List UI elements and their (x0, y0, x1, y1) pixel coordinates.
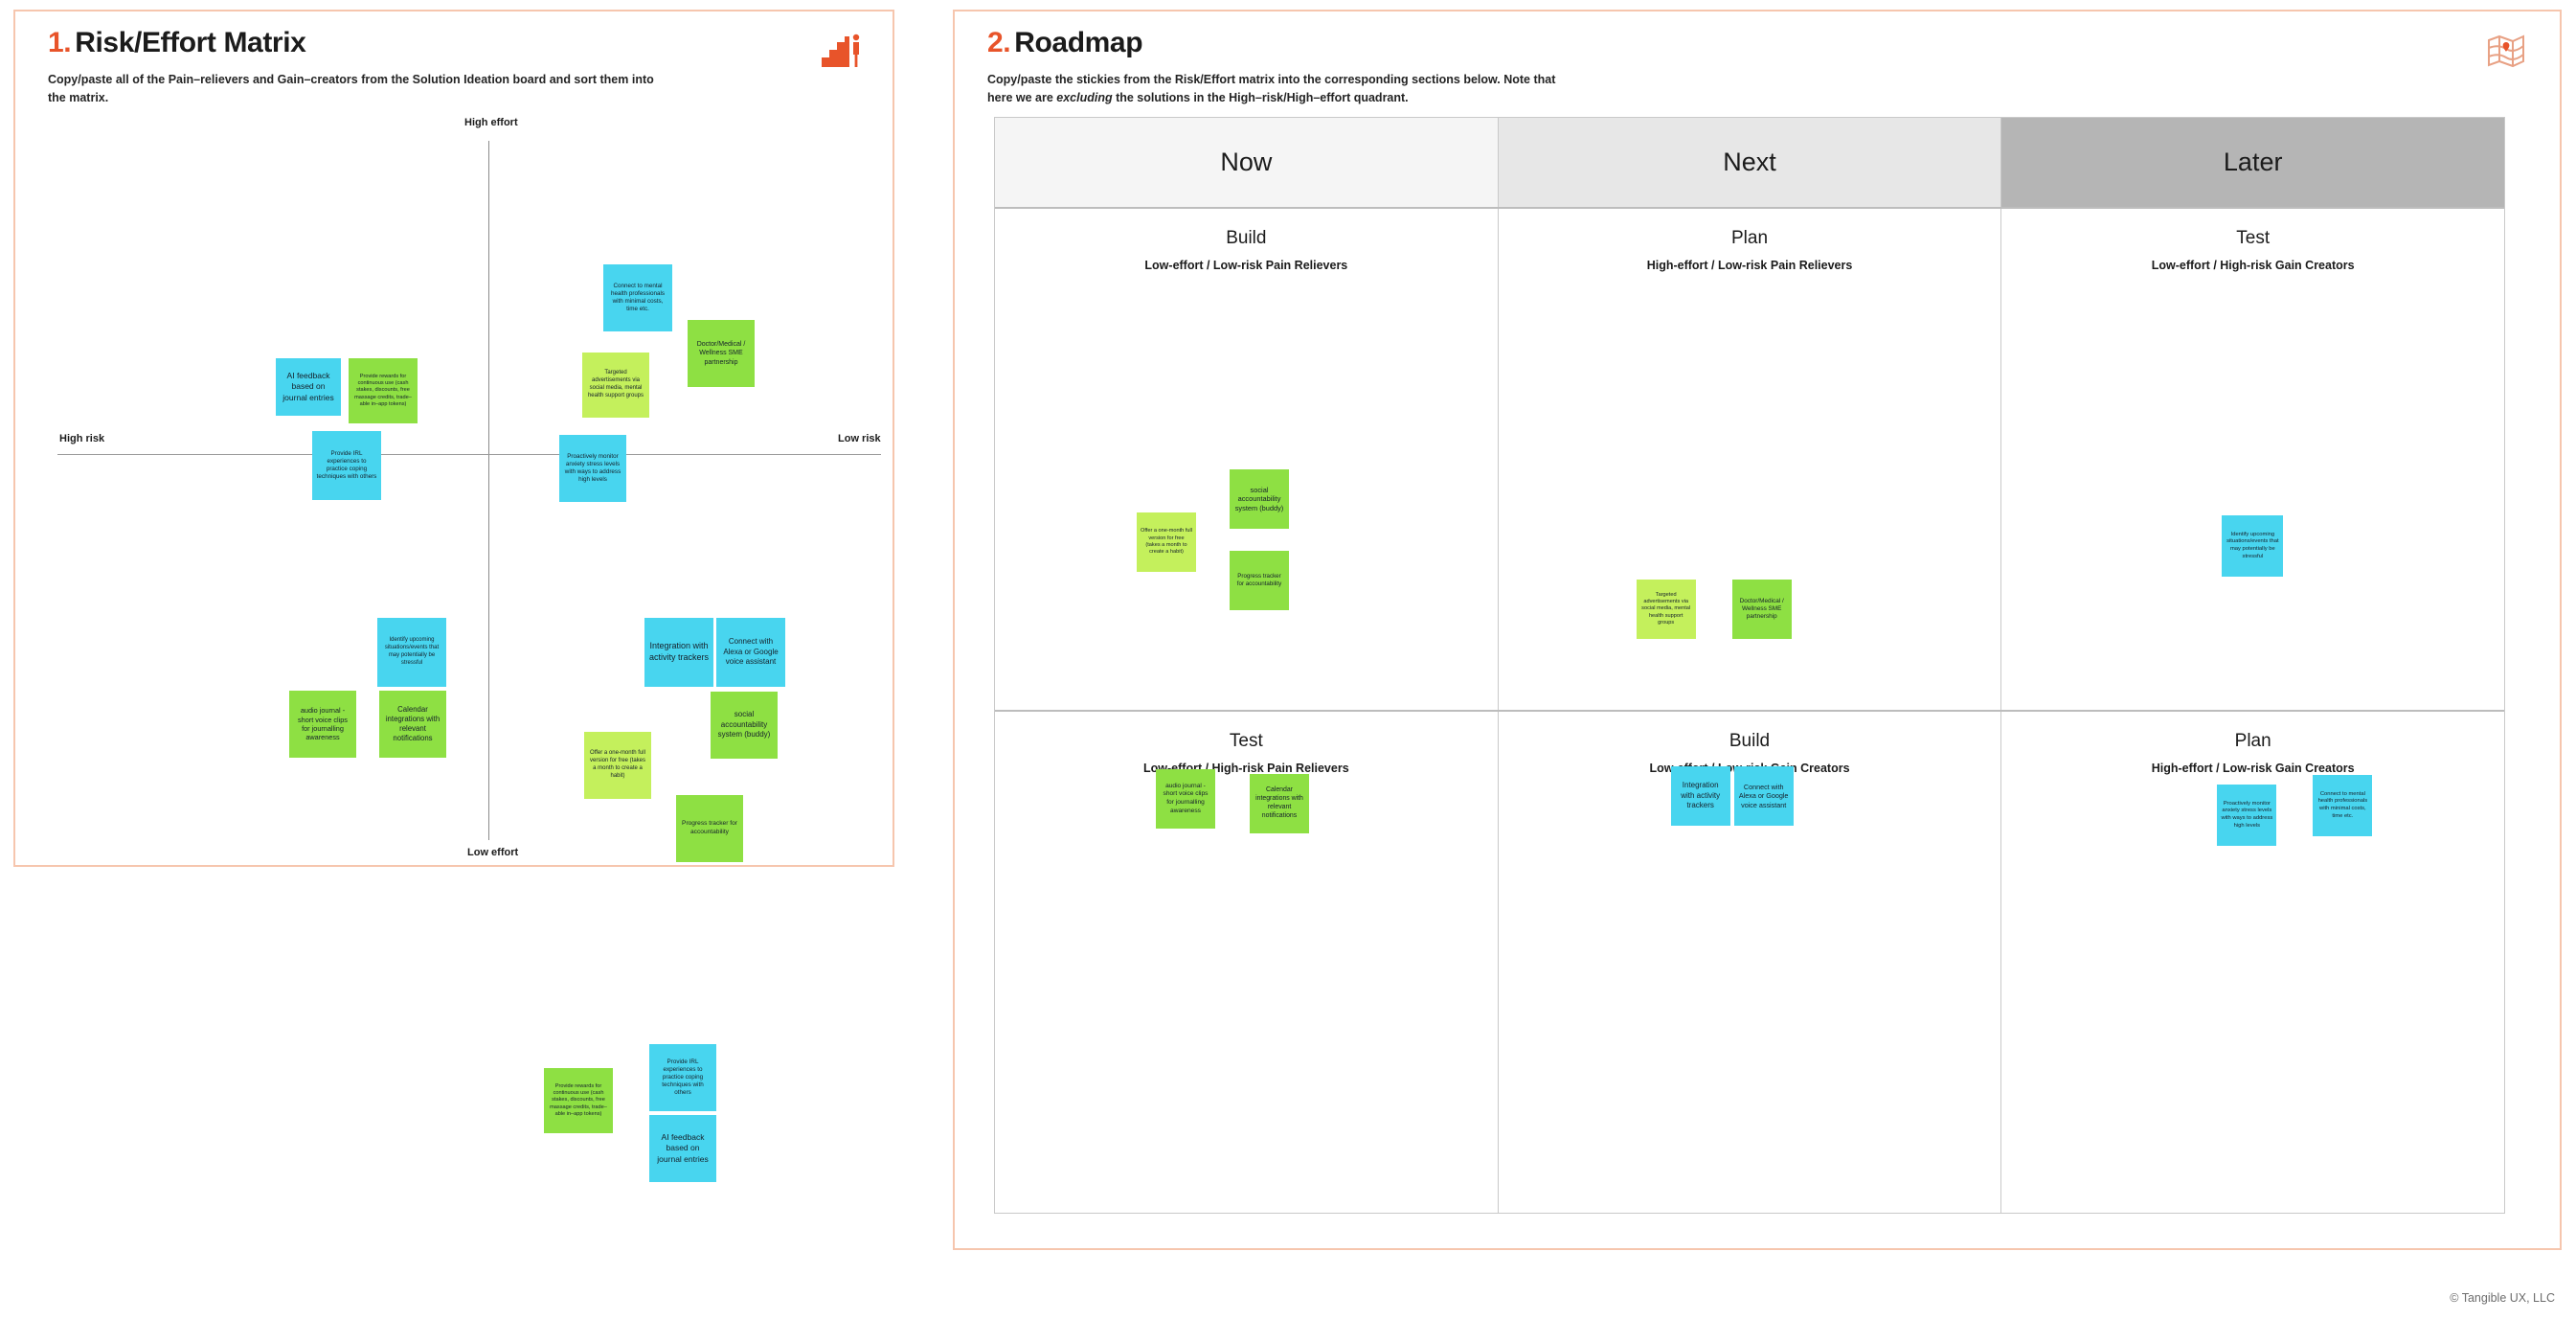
roadmap-sticky-note[interactable]: audio journal - short voice clips for jo… (1156, 769, 1215, 829)
roadmap-sticky-note[interactable]: Connect to mental health professionals w… (2313, 775, 2373, 836)
roadmap-instructions-line2a: here we are (987, 91, 1057, 105)
roadmap-instructions-emphasis: excluding (1056, 91, 1113, 105)
roadmap-sticky-note[interactable]: Calendar integrations with relevant noti… (1250, 774, 1309, 833)
matrix-step-number: 1. (48, 27, 72, 58)
roadmap-cell-subtitle: High-effort / Low-risk Gain Creators (2151, 762, 2355, 775)
axis-label-low-risk: Low risk (838, 433, 881, 444)
roadmap-instructions-line2b: the solutions in the High–risk/High–effo… (1112, 91, 1409, 105)
roadmap-step-number: 2. (987, 27, 1011, 58)
roadmap-instructions-line1: Copy/paste the stickies from the Risk/Ef… (987, 73, 1556, 86)
roadmap-sticky-note[interactable]: Progress tracker for accountability (1230, 551, 1289, 610)
stairs-person-icon (822, 34, 860, 67)
roadmap-column-header-next[interactable]: Next (1498, 118, 2002, 207)
matrix-plot: High effort Low effort High risk Low ris… (29, 107, 881, 874)
matrix-sticky-note[interactable]: Doctor/Medical / Wellness SME partnershi… (688, 320, 755, 387)
matrix-sticky-note[interactable]: AI feedback based on journal entries (276, 358, 341, 416)
roadmap-column-header-later[interactable]: Later (2001, 118, 2505, 207)
matrix-vertical-axis (488, 141, 489, 840)
roadmap-sticky-note[interactable]: Proactively monitor anxiety stress level… (2217, 785, 2277, 846)
roadmap-cell-title: Test (1229, 731, 1263, 751)
roadmap-sticky-note[interactable]: social accountability system (buddy) (1230, 469, 1289, 529)
matrix-sticky-note[interactable]: Provide IRL experiences to practice copi… (312, 431, 381, 500)
matrix-instructions: Copy/paste all of the Pain–relievers and… (48, 73, 654, 105)
footer-copyright: © Tangible UX, LLC (2450, 1291, 2555, 1305)
risk-effort-matrix-panel: 1.Risk/Effort Matrix Copy/paste all of t… (13, 10, 894, 867)
axis-label-high-risk: High risk (59, 433, 105, 444)
roadmap-column-headers: Now Next Later (995, 118, 2505, 209)
axis-label-high-effort: High effort (464, 117, 518, 128)
roadmap-cell-title: Test (2236, 228, 2271, 248)
matrix-sticky-note[interactable]: Targeted advertisements via social media… (582, 353, 649, 418)
matrix-sticky-note[interactable]: Calendar integrations with relevant noti… (379, 691, 446, 758)
matrix-sticky-note[interactable]: Connect with Alexa or Google voice assis… (716, 618, 785, 687)
matrix-header: 1.Risk/Effort Matrix Copy/paste all of t… (48, 27, 806, 108)
matrix-sticky-note[interactable]: Identify upcoming situations/events that… (377, 618, 446, 687)
matrix-horizontal-axis (57, 454, 881, 455)
roadmap-cell-notes: Offer a one-month full version for free … (995, 209, 1498, 710)
matrix-sticky-note[interactable]: Proactively monitor anxiety stress level… (559, 435, 626, 502)
matrix-sticky-note[interactable]: Provide rewards for continuous use (cash… (349, 358, 418, 423)
roadmap-cell-notes: Targeted advertisements via social media… (1499, 209, 2001, 710)
roadmap-header: 2.Roadmap Copy/paste the stickies from t… (987, 27, 2474, 108)
roadmap-title: 2.Roadmap (987, 27, 2474, 59)
roadmap-cell-notes: audio journal - short voice clips for jo… (995, 712, 1498, 1213)
roadmap-cell-subtitle: High-effort / Low-risk Pain Relievers (1646, 259, 1853, 272)
matrix-sticky-note[interactable]: Connect to mental health professionals w… (603, 264, 672, 331)
page-title: 1.Risk/Effort Matrix (48, 27, 806, 59)
folded-map-pin-icon (2488, 34, 2524, 68)
matrix-sticky-note[interactable]: Integration with activity trackers (644, 618, 713, 687)
matrix-sticky-note[interactable]: Progress tracker for accountability (676, 795, 743, 862)
roadmap-cell-subtitle: Low-effort / Low-risk Pain Relievers (1144, 259, 1348, 272)
roadmap-cell-notes: Proactively monitor anxiety stress level… (2001, 712, 2504, 1213)
roadmap-cell-title: Build (1226, 228, 1267, 248)
roadmap-cell-subtitle: Low-effort / High-risk Gain Creators (2151, 259, 2355, 272)
matrix-sticky-note[interactable]: audio journal - short voice clips for jo… (289, 691, 356, 758)
roadmap-instructions: Copy/paste the stickies from the Risk/Ef… (987, 71, 1600, 108)
roadmap-sticky-note[interactable]: Integration with activity trackers (1670, 766, 1730, 826)
roadmap-sticky-note[interactable]: Offer a one-month full version for free … (1137, 512, 1196, 572)
matrix-title-text: Risk/Effort Matrix (75, 27, 306, 58)
roadmap-sticky-note[interactable]: Targeted advertisements via social media… (1636, 580, 1696, 639)
roadmap-sticky-note[interactable]: Doctor/Medical / Wellness SME partnershi… (1731, 580, 1792, 639)
roadmap-cell-notes: Identify upcoming situations/events that… (2001, 209, 2504, 710)
roadmap-sticky-note[interactable]: Connect with Alexa or Google voice assis… (1733, 766, 1794, 826)
roadmap-cell-title: Build (1729, 731, 1771, 751)
unsorted-sticky-note[interactable]: AI feedback based on journal entries (649, 1115, 716, 1182)
matrix-sticky-note[interactable]: Offer a one-month full version for free … (584, 732, 651, 799)
roadmap-column-header-now[interactable]: Now (995, 118, 1499, 207)
roadmap-panel: 2.Roadmap Copy/paste the stickies from t… (953, 10, 2562, 1250)
roadmap-title-text: Roadmap (1014, 27, 1143, 58)
unsorted-sticky-note[interactable]: Provide IRL experiences to practice copi… (649, 1044, 716, 1111)
roadmap-cell-title: Plan (1730, 228, 1769, 248)
axis-label-low-effort: Low effort (467, 847, 519, 858)
unsorted-sticky-note[interactable]: Provide rewards for continuous use (cash… (544, 1068, 613, 1133)
matrix-sticky-note[interactable]: social accountability system (buddy) (711, 692, 778, 759)
roadmap-sticky-note[interactable]: Identify upcoming situations/events that… (2222, 515, 2284, 577)
roadmap-cell-title: Plan (2234, 731, 2271, 751)
